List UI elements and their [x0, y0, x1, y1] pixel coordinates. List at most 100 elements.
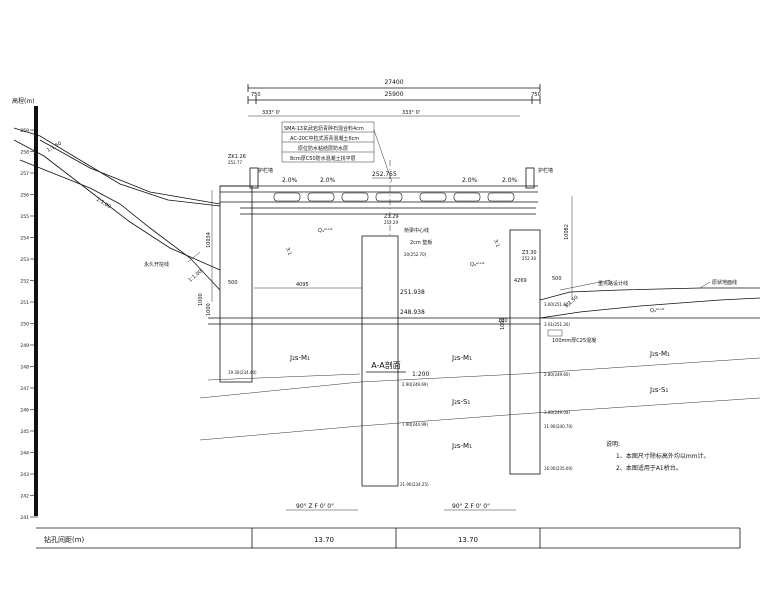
dim-500-left: 500: [228, 280, 238, 286]
dim-10082: 10082: [564, 224, 570, 240]
slope-pct-2: 2.0%: [320, 177, 336, 184]
dim-1000-c: 1000: [500, 317, 506, 330]
elevation-tick-label: 256: [20, 193, 29, 199]
dim-4095: 4095: [296, 282, 309, 288]
deck-void: [487, 192, 515, 202]
dim-500-right: 500: [552, 276, 562, 282]
pipe-label: 100mm厚C25混凝: [552, 337, 596, 344]
slope-left-3: 1:1.00: [187, 269, 203, 284]
dim-100-mid: 100: [498, 318, 508, 324]
pile-mid-4: 11.90(240.70): [544, 424, 573, 429]
elev-248938: 248.938: [400, 309, 425, 316]
top-dimensions: 27400 750 25900 750 333° 0' 333° 0': [247, 79, 541, 117]
dim-4269: 4269: [514, 278, 527, 284]
pad-label: 2cm 垫板: [410, 239, 432, 246]
notes-item-2: 2、本图适用于A1桥台。: [616, 464, 682, 472]
strata-6: J₂s-M₁: [451, 442, 472, 450]
pavement-layer-legend: SMA-13玄武岩沥青碎石混合料4cm AC-20C中粒式沥青混凝土6cm 原位…: [281, 121, 393, 183]
bridge-deck: 护栏墙 护栏墙 2.0% 2.0% 2.0% 2.0% 252.755 ZK1.…: [220, 154, 553, 236]
pile-mid-1: 2.90(249.69): [402, 382, 428, 387]
table-row-label: 钻孔间距(m): [44, 535, 85, 544]
elevation-tick-label: 244: [20, 451, 29, 457]
elevation-tick-label: 258: [20, 150, 29, 156]
slope-pct-3: 2.0%: [462, 177, 478, 184]
soil-q-3: Q₄ᵉˡ⁺ᵈˡ: [650, 308, 665, 314]
abutment-left: 10034 1000 1000 500 19.30(234.40): [198, 185, 257, 383]
notes-block: 说明: 1、本图尺寸除标高外均以mm计。 2、本图适用于A1桥台。: [606, 440, 710, 472]
elevation-tick-label: 255: [20, 214, 29, 220]
elevation-tick-label: 242: [20, 494, 29, 500]
dim-10034: 10034: [206, 232, 212, 248]
elevation-tick-label: 249: [20, 343, 29, 349]
elevation-tick-label: 254: [20, 236, 29, 242]
pavement-layer-3: 原位防水粘结层防水层: [298, 145, 348, 152]
elevation-tick-label: 246: [20, 408, 29, 414]
slope-pct-4: 2.0%: [502, 177, 518, 184]
left-perm-line-label: 永久开挖线: [144, 261, 169, 268]
strata-2: J₂s-M₁: [451, 354, 472, 362]
z3-center-elev: 252.29: [384, 220, 398, 225]
slope-left-angle: 333° 0': [262, 110, 280, 116]
strata-4: J₂s-S₁: [451, 398, 470, 406]
pavement-layer-2: AC-20C中粒式沥青混凝土6cm: [290, 135, 359, 142]
coordinate-labels: 90° Z F 0' 0" 90° Z F 0' 0": [286, 503, 516, 511]
elevation-tick-label: 247: [20, 386, 29, 392]
z3-right: Z3.30: [522, 250, 537, 256]
bridge-center-line-label: 桥梁中心线: [404, 227, 429, 234]
guardrail-left-label: 护栏墙: [258, 167, 273, 174]
section-title: A-A剖面: [371, 360, 400, 370]
deck-void: [307, 192, 335, 202]
z3-right-elev: 252.30: [522, 256, 536, 261]
elevation-tick-label: 252: [20, 279, 29, 285]
notes-item-1: 1、本图尺寸除标高外均以mm计。: [616, 452, 710, 460]
pile-mid-2: 7.90(244.99): [402, 422, 428, 427]
slope-pct-1: 2.0%: [282, 177, 298, 184]
section-scale: 1:200: [412, 371, 429, 378]
elevation-tick-label: 257: [20, 171, 29, 177]
dim-1000-b: 1000: [206, 303, 212, 316]
table-value-2: 13.70: [458, 536, 478, 544]
deck-void: [273, 192, 301, 202]
pile-bottom-2: 21.90(234.25): [400, 482, 429, 487]
strata-1: J₂s-M₁: [289, 354, 310, 362]
bottom-table: 钻孔间距(m) 13.70 13.70: [36, 527, 741, 549]
zk-left-elev: 252.77: [228, 160, 242, 165]
pile-bottom-3: 16.00(235.00): [544, 466, 573, 471]
center-elevation: 252.755: [372, 171, 397, 178]
pier-center: Z3.29 252.29 桥梁中心线 2cm 垫板 20(252.70) 251…: [254, 214, 432, 487]
elevation-ruler-bar: [34, 106, 38, 516]
coord-1: 90° Z F 0' 0": [296, 503, 334, 510]
elevation-tick-label: 243: [20, 472, 29, 478]
deck-void: [453, 192, 481, 202]
pile-mid-3: 3.90(249.09): [544, 410, 570, 415]
table-value-1: 13.70: [314, 536, 334, 544]
elevation-tick-label: 251: [20, 300, 29, 306]
coord-2: 90° Z F 0' 0": [452, 503, 490, 510]
elevation-axis: 高程(m) 2592582572562552542532522512502492…: [12, 97, 38, 521]
elev-note-mid: 20(252.70): [404, 252, 427, 257]
notes-title: 说明:: [606, 440, 620, 448]
elevation-axis-label: 高程(m): [12, 97, 35, 105]
strata-labels: J₂s-M₁ J₂s-M₁ J₂s-M₁ J₂s-S₁ J₂s-S₁ J₂s-M…: [289, 350, 670, 450]
elevation-tick-label: 248: [20, 365, 29, 371]
right-elev-b: 3.01(251.30): [544, 322, 570, 327]
dim-1000-a: 1000: [198, 293, 204, 306]
pavement-layer-1: SMA-13玄武岩沥青碎石混合料4cm: [284, 125, 364, 132]
slope-right-angle: 333° 0': [402, 110, 420, 116]
elev-251938: 251.938: [400, 289, 425, 296]
strata-3: J₂s-M₁: [649, 350, 670, 358]
z3-center: Z3.29: [384, 214, 399, 220]
elevation-tick-label: 253: [20, 257, 29, 263]
pavement-layer-4: 8cm厚C50防水混凝土找平层: [290, 155, 356, 162]
soil-q-2: Q₄ᵉˡ⁺ᵈˡ: [470, 262, 485, 268]
guardrail-right-label: 护栏墙: [538, 167, 553, 174]
strata-5: J₂s-S₁: [649, 386, 668, 394]
slope-mid-2: 3:1: [492, 239, 500, 249]
strata-lines: [199, 317, 760, 441]
dim-left-edge: 750: [251, 92, 261, 98]
elevation-tick-label: 250: [20, 322, 29, 328]
elevation-tick-label: 241: [20, 515, 29, 521]
pier-right: Z3.30 252.30 Q₄ᵉˡ⁺ᵈˡ 3:1 4269 500 10082 …: [470, 196, 665, 475]
zk-left: ZK1.26: [228, 154, 246, 160]
right-ground-line-label: 原状地面线: [712, 279, 737, 286]
